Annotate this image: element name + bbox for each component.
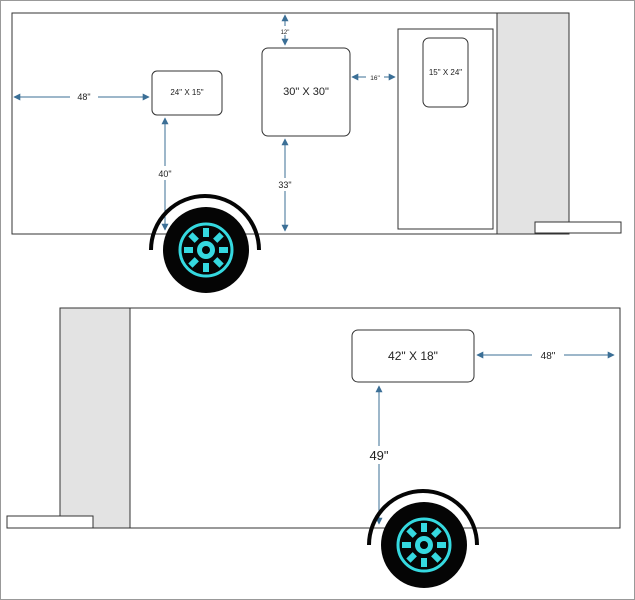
top-wheel-spokes [184,228,228,272]
bottom-wheel [367,489,479,588]
window-large-label: 42" X 18" [388,349,438,363]
top-wheel-fender [149,194,261,251]
top-trailer-side: 15" X 24" 24" X 15" 30" X 30" 48" 40" 12… [11,12,622,293]
door-window [422,37,469,108]
window-center [261,47,351,137]
bottom-wheel-spokes [402,523,446,567]
window-center-label: 30" X 30" [283,86,329,98]
dim-label-bg [152,166,178,180]
dim-label-bg [273,178,297,191]
door-window-label: 15" X 24" [429,68,462,77]
bottom-trailer-tongue [6,515,94,529]
bottom-wheel-rim [396,517,452,573]
dim-center-from-floor: 33" [278,180,291,190]
bottom-wheel-fender [367,489,479,546]
window-small-label: 24" X 15" [170,88,203,97]
dim-label-bg [366,72,384,82]
top-wheel [149,194,261,293]
dim-left-to-window: 48" [77,92,90,102]
dim-label-bg [532,348,564,362]
dim-label-bg [276,26,294,35]
dim-label-bg [364,446,394,464]
dim-top-gap: 12" [281,30,290,36]
dim-window-to-door: 16" [370,75,380,82]
bottom-trailer-side: 42" X 18" 48" 49" [6,307,621,588]
dim-window-to-right: 48" [541,351,556,362]
dim-label-bg [70,90,98,103]
top-wheel-hub-center [202,246,210,254]
window-small [151,70,223,116]
top-trailer-tongue [534,221,622,234]
dim-large-window-from-floor: 49" [369,448,388,463]
top-wheel-rim [178,222,234,278]
window-large [351,329,475,383]
bottom-trailer-front-panel [59,307,131,529]
bottom-trailer-body [59,307,621,529]
top-trailer-front-panel [496,12,570,235]
bottom-wheel-hub-center [420,541,428,549]
dim-window-from-floor: 40" [158,169,171,179]
